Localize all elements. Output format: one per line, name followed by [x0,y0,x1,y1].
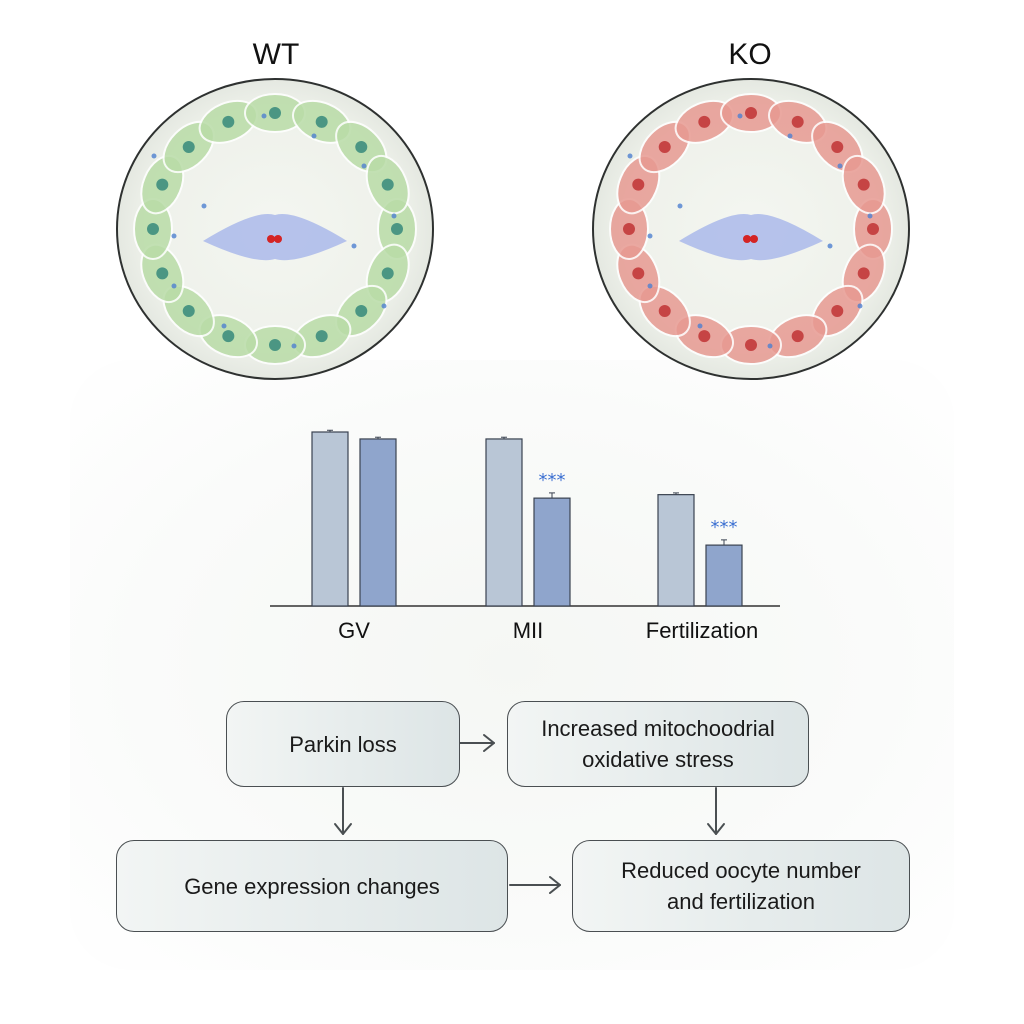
reduced-line2: and fertilization [667,889,815,914]
wt-cell-nucleus [156,267,169,280]
ko-chromosome [743,235,751,243]
parkin-loss-text: Parkin loss [289,731,397,757]
wt-granule [391,213,397,219]
ko-cell-nucleus [698,115,711,128]
wt-cell-nucleus [147,223,159,235]
wt-granule [261,113,267,119]
ko-title: KO [728,38,772,71]
wt-granule [171,283,177,289]
wt-granule [201,203,207,209]
ko-cell-nucleus [831,140,844,153]
bar-gv-series-1 [311,431,349,607]
wt-granule [291,343,297,349]
wt-cell-nucleus [315,330,328,343]
arrow-parkin-to-gene [334,787,352,835]
gene-expression-text: Gene expression changes [184,873,440,899]
wt-cell-nucleus [182,305,195,318]
bar-gv-series-2 [359,438,397,607]
category-label-fertilization: Fertilization [645,618,759,643]
box-oxidative-stress: Increased mitochoodrial oxidative stress [507,701,809,787]
ko-cell-nucleus [698,330,711,343]
ko-granule [627,153,633,159]
ko-cell-nucleus [791,330,804,343]
ko-granule [677,203,683,209]
box-parkin-loss: Parkin loss [226,701,460,787]
wt-cell-nucleus [391,223,403,235]
ko-granule [767,343,773,349]
ko-cell-nucleus [658,305,671,318]
category-label-gv: GV [338,618,370,643]
wt-cell-nucleus [156,178,169,191]
oxidative-stress-line1: Increased mitochoodrial [541,716,775,741]
wt-granule [361,163,367,169]
wt-cell-nucleus [269,339,281,351]
ko-cell-nucleus [791,115,804,128]
reduced-line1: Reduced oocyte number [621,858,861,883]
ko-cell-nucleus [745,339,757,351]
wt-cell-nucleus [182,140,195,153]
ko-granule [867,213,873,219]
significance-marker-fertilization: *** [711,517,738,538]
wt-cell-nucleus [355,140,368,153]
ko-cell-nucleus [831,305,844,318]
wt-cell-nucleus [269,107,281,119]
ko-granule [827,243,833,249]
wt-granule [151,153,157,159]
wt-cell-nucleus [355,305,368,318]
ko-granule [697,323,703,329]
bar-fertilization-series-1 [657,494,695,607]
wt-chromosome [274,235,282,243]
ko-oocyte-illustration [592,78,910,380]
ko-chromosome [750,235,758,243]
ko-cell-nucleus [857,267,870,280]
bar-mii-series-1 [485,438,523,607]
bar-fertilization-series-2 [705,544,743,607]
wt-granule [171,233,177,239]
wt-cell-nucleus [315,115,328,128]
wt-granule [311,133,317,139]
wt-title: WT [252,38,300,71]
arrow-parkin-to-stress [459,734,495,752]
arrow-gene-to-reduced [509,876,561,894]
wt-granule [221,323,227,329]
wt-granule [381,303,387,309]
significance-marker-mii: *** [539,470,566,491]
ko-cell-nucleus [857,178,870,191]
ko-cell-nucleus [623,223,635,235]
ko-cell-nucleus [632,267,645,280]
ko-granule [647,283,653,289]
box-gene-expression: Gene expression changes [116,840,508,932]
wt-granule [351,243,357,249]
ko-cell-nucleus [867,223,879,235]
wt-cell-nucleus [222,330,235,343]
ko-granule [737,113,743,119]
oxidative-stress-line2: oxidative stress [582,747,734,772]
ko-cell-nucleus [632,178,645,191]
ko-granule [837,163,843,169]
ko-granule [647,233,653,239]
ko-granule [857,303,863,309]
arrow-stress-to-reduced [707,787,725,835]
wt-cell-nucleus [222,115,235,128]
ko-cell-nucleus [745,107,757,119]
box-reduced-oocyte: Reduced oocyte number and fertilization [572,840,910,932]
category-label-mii: MII [512,618,544,643]
wt-chromosome [267,235,275,243]
ko-granule [787,133,793,139]
wt-cell-nucleus [381,267,394,280]
wt-cell-nucleus [381,178,394,191]
wt-oocyte-illustration [116,78,434,380]
bar-mii-series-2 [533,497,571,607]
ko-cell-nucleus [658,140,671,153]
